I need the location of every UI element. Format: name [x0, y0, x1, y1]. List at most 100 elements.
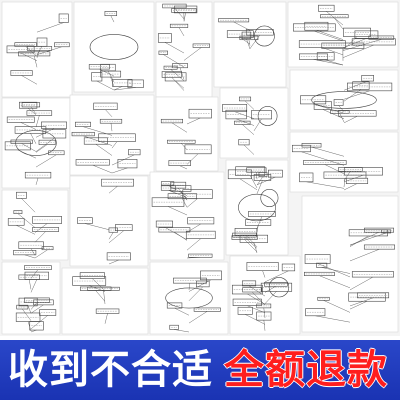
- diagram-box: [160, 118, 183, 124]
- diagram-connector: [30, 269, 39, 279]
- diagram-connector: [349, 276, 374, 291]
- diagram-connector: [242, 124, 255, 135]
- diagram-connector: [334, 17, 344, 30]
- diagram-connector: [36, 22, 64, 33]
- diagram-box: [155, 220, 173, 228]
- diagram-connector: [95, 144, 113, 156]
- diagram-box: [258, 172, 268, 177]
- diagram-connector: [250, 175, 258, 189]
- diagram-connector: [243, 144, 255, 155]
- diagram-connector: [349, 301, 368, 310]
- diagram-box: [239, 96, 252, 102]
- diagram-connector: [342, 38, 367, 49]
- diagram-box: [160, 181, 175, 186]
- diagram-connector: [263, 307, 266, 319]
- diagram-connector: [27, 305, 32, 314]
- diagram-connector: [83, 135, 113, 146]
- diagram-connector: [27, 321, 32, 331]
- diagram-connector: [20, 122, 37, 130]
- diagram-connector: [343, 80, 368, 91]
- diagram-connector: [20, 52, 38, 61]
- diagram-box: [54, 42, 70, 48]
- diagram-connector: [108, 230, 124, 243]
- diagram-connector: [170, 69, 185, 81]
- diagram-connector: [34, 55, 38, 68]
- diagram-connector: [253, 118, 262, 131]
- banner-left-text: 收到不合适: [8, 347, 213, 393]
- diagram-connector: [178, 27, 185, 37]
- diagram-connector: [349, 232, 387, 246]
- diagram-connector: [339, 113, 345, 123]
- diagram-panel: [149, 171, 225, 261]
- diagram-connector: [174, 329, 190, 333]
- diagram-circle: [254, 25, 275, 47]
- diagram-connector: [164, 226, 188, 240]
- diagram-connector: [110, 123, 113, 132]
- diagram-connector: [30, 329, 37, 333]
- diagram-connector: [186, 198, 198, 208]
- diagram-connector: [171, 77, 185, 91]
- diagram-connector: [264, 291, 277, 304]
- diagram-connector: [186, 238, 201, 251]
- diagram-connector: [21, 198, 36, 213]
- diagram-connector: [28, 279, 32, 290]
- diagram-panel: [1, 1, 73, 98]
- diagram-connector: [343, 171, 351, 181]
- diagram-ellipse: [89, 34, 139, 60]
- diagram-box: [75, 159, 110, 166]
- diagram-connector: [164, 42, 185, 54]
- refund-banner: 收到不合适 全额退款: [0, 336, 400, 400]
- diagram-connector: [182, 198, 188, 208]
- diagram-box: [268, 169, 283, 178]
- diagram-connector: [96, 80, 115, 91]
- diagram-connector: [108, 232, 114, 240]
- diagram-connector: [103, 290, 106, 304]
- diagram-connector: [34, 223, 48, 233]
- diagram-connector: [175, 80, 185, 89]
- diagram-connector: [319, 275, 351, 289]
- diagram-panel: [213, 1, 287, 88]
- diagram-connector: [16, 225, 36, 235]
- diagram-box: [101, 178, 134, 187]
- diagram-box: [58, 13, 69, 23]
- diagram-connector: [92, 278, 106, 291]
- diagram-connector: [30, 248, 36, 256]
- diagram-box: [39, 309, 57, 316]
- diagram-connector: [256, 176, 276, 185]
- diagram-box: [157, 33, 172, 43]
- diagram-circle: [257, 106, 278, 126]
- diagram-connector: [233, 21, 251, 31]
- diagram-ellipse: [15, 130, 57, 156]
- diagram-connector: [186, 257, 201, 259]
- diagram-connector: [234, 111, 255, 119]
- diagram-panel: [301, 195, 399, 333]
- diagram-connector: [188, 279, 212, 292]
- diagram-connector: [113, 87, 136, 91]
- diagram-connector: [323, 300, 351, 313]
- diagram-connector: [349, 235, 369, 247]
- diagram-connector: [179, 67, 185, 80]
- collage-svg: [1, 1, 399, 335]
- diagram-connector: [342, 44, 374, 58]
- diagram-connector: [113, 86, 123, 91]
- diagram-connector: [244, 239, 258, 253]
- diagram-connector: [239, 178, 258, 191]
- diagram-connector: [22, 308, 32, 321]
- diagram-box: [354, 30, 379, 39]
- diagram-connector: [342, 39, 382, 51]
- diagram-connector: [36, 46, 62, 55]
- diagram-connector: [343, 90, 370, 100]
- diagram-panel: [69, 94, 155, 176]
- diagram-box: [18, 51, 51, 57]
- diagram-connector: [349, 297, 374, 307]
- diagram-connector: [249, 35, 260, 49]
- diagram-connector: [311, 146, 345, 157]
- diagram-connector: [28, 108, 37, 115]
- diagram-connector: [264, 270, 289, 283]
- diagram-connector: [256, 176, 264, 186]
- diagram-connector: [163, 54, 185, 68]
- diagram-connector: [30, 315, 48, 330]
- diagram-box: [151, 197, 185, 207]
- diagram-connector: [263, 320, 266, 331]
- diagram-box: [41, 121, 67, 129]
